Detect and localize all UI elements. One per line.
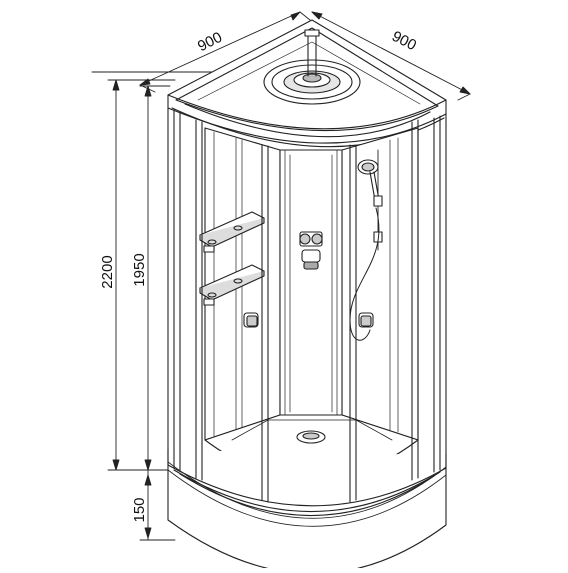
label-width-right: 900	[389, 28, 419, 55]
mixer-valve-icon	[299, 231, 323, 270]
door-frame	[167, 107, 447, 516]
label-width-left: 900	[195, 29, 225, 56]
label-total-height: 2200	[99, 255, 116, 288]
diverter-knob-icon	[243, 312, 374, 328]
drain-icon	[296, 430, 326, 444]
dim-line-width-right	[311, 11, 471, 95]
dim-line-width-left	[139, 11, 301, 86]
corner-shelf-icon-2	[199, 264, 265, 306]
hand-shower-icon	[349, 149, 383, 341]
label-cabin-height: 1950	[131, 253, 148, 286]
corner-shelf-icon	[199, 211, 265, 253]
label-tray-height: 150	[131, 497, 148, 522]
rain-shower-head-icon	[271, 29, 353, 100]
